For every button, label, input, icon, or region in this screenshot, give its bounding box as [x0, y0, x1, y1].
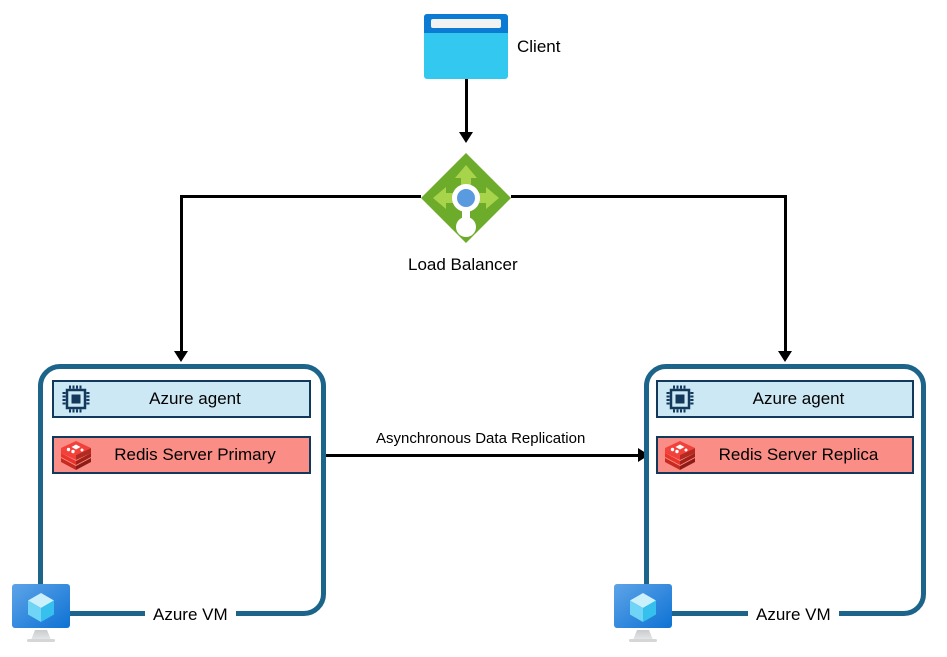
chip-icon: [663, 382, 697, 416]
redis-cube-icon: [59, 438, 93, 472]
replica-vm-redis-server: Redis Server Replica: [656, 436, 914, 474]
primary-vm-redis-server-label: Redis Server Primary: [114, 445, 276, 464]
replica-vm-container-label: Azure VM: [748, 605, 839, 625]
azure-load-balancer-icon: [419, 151, 513, 245]
replica-vm-redis-server-label: Redis Server Replica: [718, 445, 879, 464]
edge-client-to-load-balancer-arrowhead: [459, 132, 473, 143]
primary-vm-azure-agent-label: Azure agent: [149, 389, 241, 408]
load-balancer-label: Load Balancer: [408, 255, 518, 274]
redis-cube-icon: [663, 438, 697, 472]
primary-vm-azure-agent: Azure agent: [52, 380, 311, 418]
primary-vm-container-label: Azure VM: [145, 605, 236, 625]
edge-load-balancer-to-replica-vm: [784, 195, 787, 353]
edge-asynchronous-data-replication: [326, 454, 643, 457]
edge-load-balancer-to-primary-vm: [180, 195, 183, 353]
edge-load-balancer-to-replica-vm-arrowhead: [778, 351, 792, 362]
replica-vm-azure-agent: Azure agent: [656, 380, 914, 418]
client-window-icon: [424, 14, 508, 79]
client-titlebar: [424, 14, 508, 33]
edge-load-balancer-bus-left: [181, 195, 421, 198]
replica-vm-azure-agent-label: Azure agent: [752, 389, 845, 408]
edge-asynchronous-data-replication-arrowhead: [638, 448, 649, 462]
client-label: Client: [517, 37, 561, 56]
edge-client-to-load-balancer: [465, 79, 468, 135]
primary-vm-redis-server: Redis Server Primary: [52, 436, 311, 474]
edge-load-balancer-bus-right: [511, 195, 787, 198]
edge-load-balancer-to-primary-vm-arrowhead: [174, 351, 188, 362]
chip-icon: [59, 382, 93, 416]
asynchronous-data-replication-label: Asynchronous Data Replication: [376, 430, 586, 447]
azure-vm-icon-replica: [612, 582, 674, 644]
client-titlebar-field: [431, 19, 501, 28]
azure-vm-icon-primary: [10, 582, 72, 644]
